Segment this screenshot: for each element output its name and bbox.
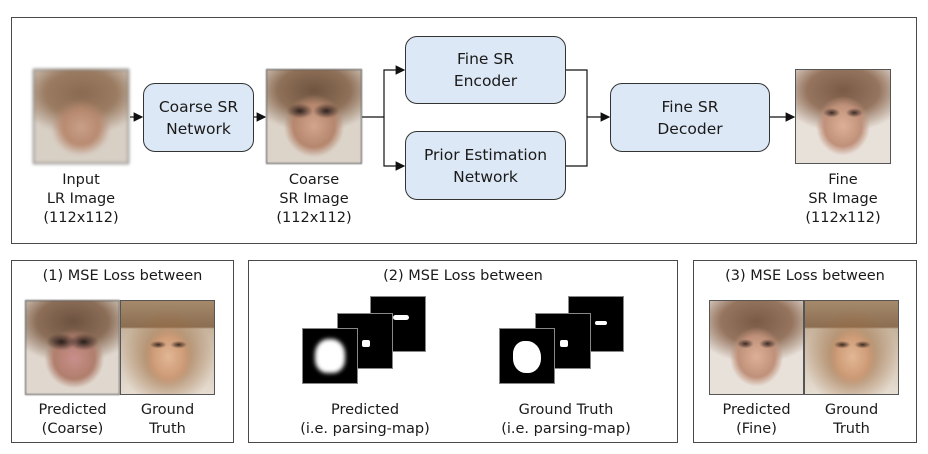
gt-map-front [499, 328, 555, 384]
fine-sr-encoder: Fine SR Encoder [405, 36, 566, 104]
fine-caption: Fine SR Image (112x112) [805, 172, 881, 226]
input-caption: Input LR Image (112x112) [43, 172, 119, 226]
loss2-predicted-caption: Predicted (i.e. parsing-map) [300, 402, 430, 437]
loss3-predicted-image [709, 300, 804, 395]
loss2-ground-truth-caption: Ground Truth (i.e. parsing-map) [501, 402, 631, 437]
loss1-title: (1) MSE Loss between [42, 268, 203, 284]
prior-estimation-network: Prior Estimation Network [405, 131, 566, 200]
loss3-title: (3) MSE Loss between [725, 268, 885, 284]
coarse-sr-network: Coarse SR Network [143, 83, 254, 152]
coarse-sr-image [266, 69, 362, 164]
coarse-caption: Coarse SR Image (112x112) [276, 172, 352, 226]
loss1-predicted-image [25, 300, 120, 395]
loss2-title: (2) MSE Loss between [383, 268, 543, 284]
pred-map-front [302, 328, 358, 384]
loss3-ground-truth-caption: Ground Truth [824, 402, 879, 437]
loss3-ground-truth-image [804, 300, 899, 395]
loss1-ground-truth-image [120, 300, 215, 395]
fine-sr-image [795, 69, 891, 164]
loss3-predicted-caption: Predicted (Fine) [722, 402, 791, 437]
fine-sr-decoder: Fine SR Decoder [610, 83, 770, 152]
loss1-ground-truth-caption: Ground Truth [140, 402, 195, 437]
loss1-predicted-caption: Predicted (Coarse) [38, 402, 107, 437]
input-lr-image [33, 69, 129, 164]
